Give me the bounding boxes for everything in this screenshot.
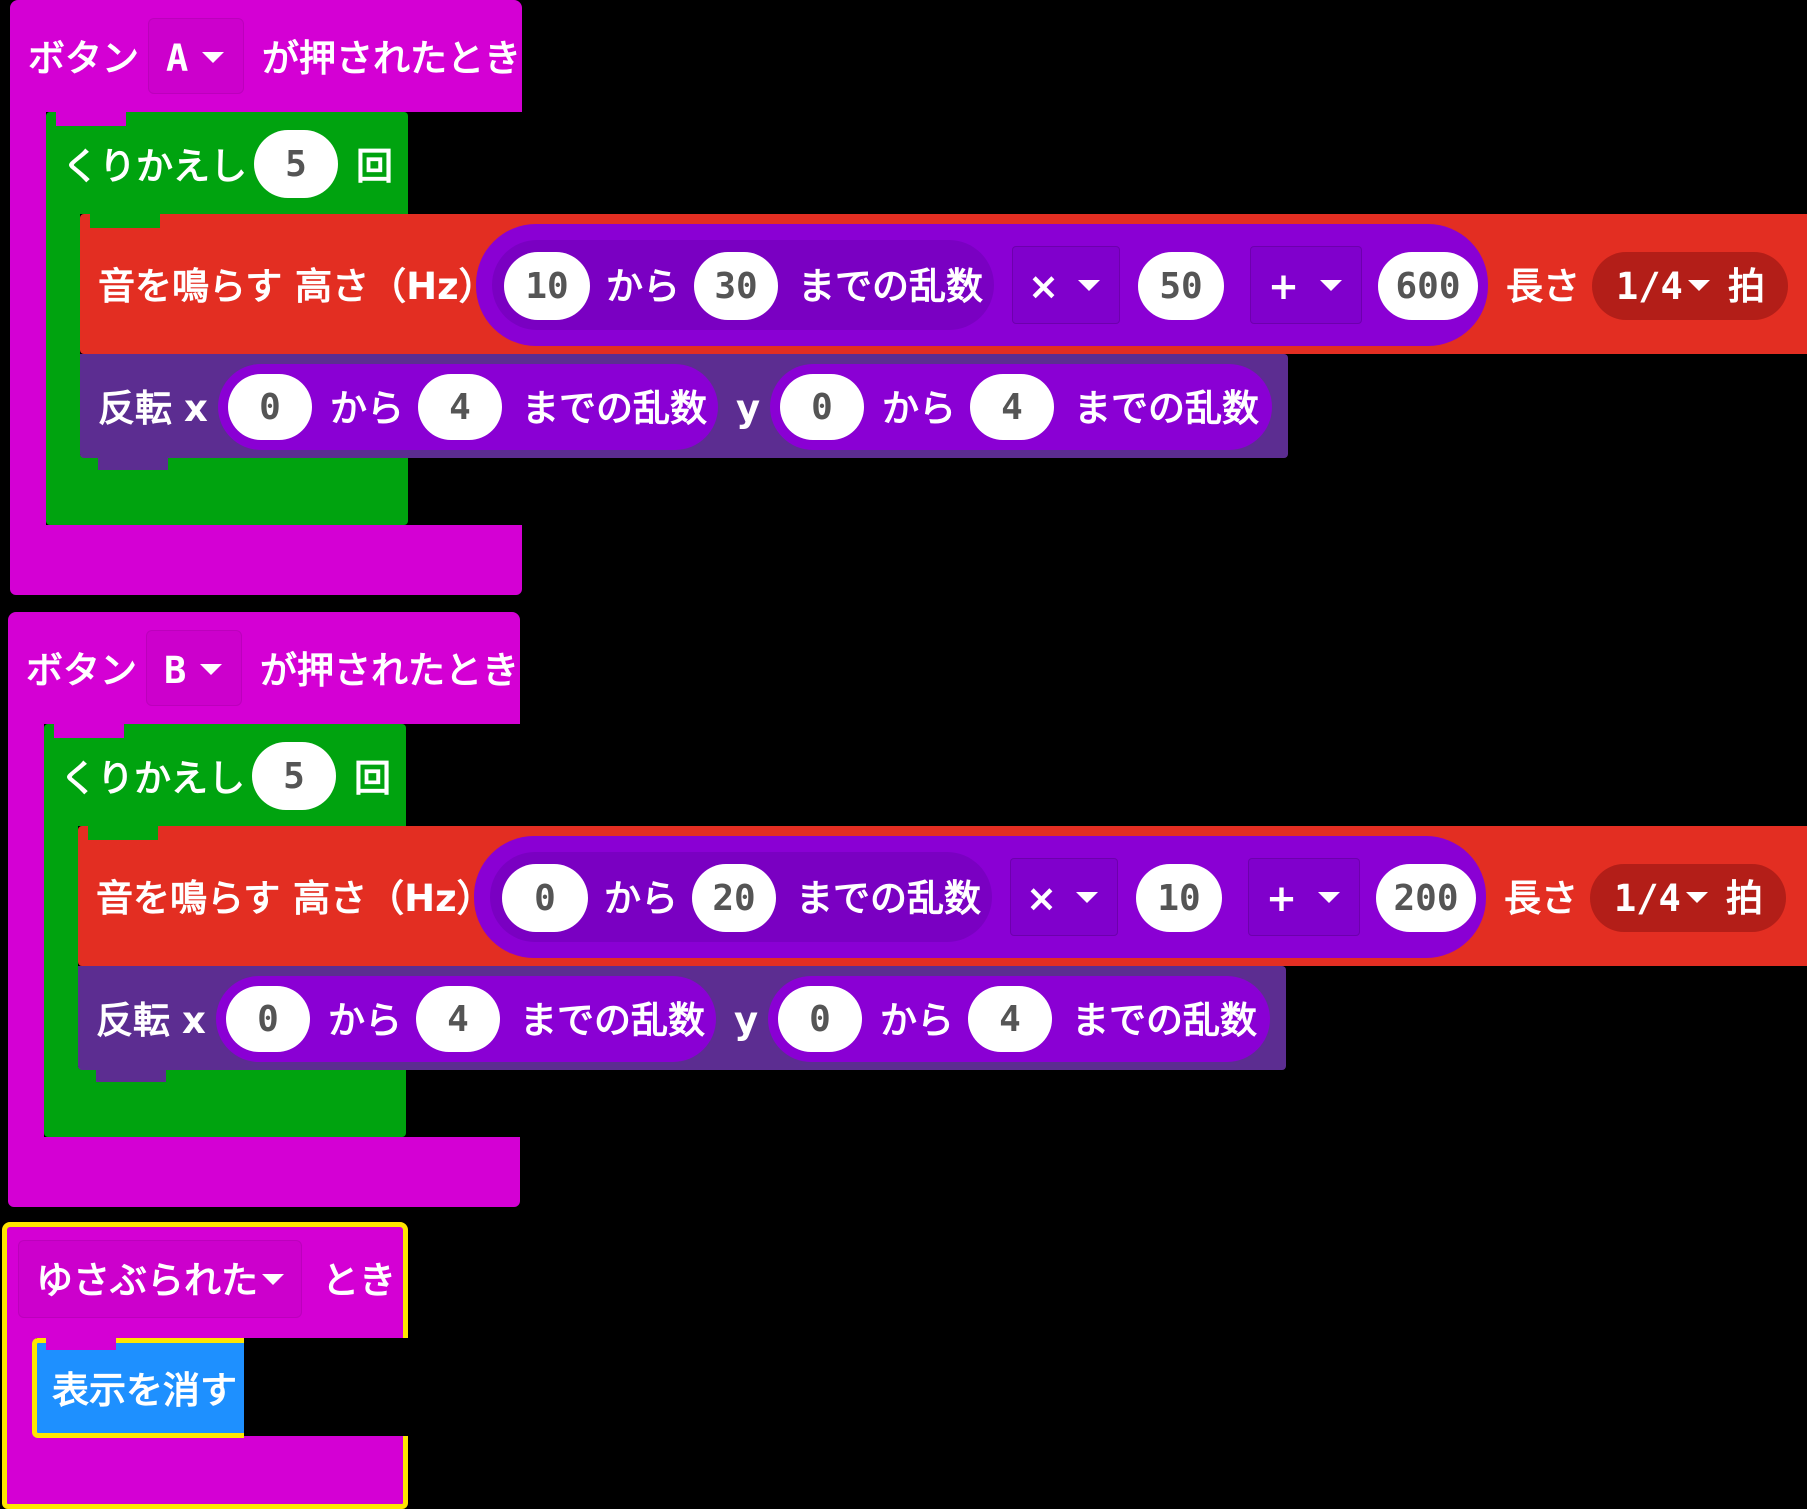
length-label: 長さ (1504, 877, 1578, 920)
add-op: + (1266, 877, 1298, 920)
y-from-input[interactable]: 0 (780, 374, 864, 440)
x-to-input[interactable]: 4 (418, 374, 502, 440)
length-label: 長さ (1506, 265, 1580, 308)
toggle-label: 反転 (96, 999, 170, 1042)
x-to-input[interactable]: 4 (416, 986, 500, 1052)
random-label: までの乱数 (798, 265, 983, 308)
button-dropdown[interactable] (148, 18, 244, 94)
rand-from-input[interactable]: 10 (504, 252, 590, 320)
multiply-value-input[interactable]: 50 (1138, 252, 1224, 320)
clear-screen-label: 表示を消す (52, 1369, 237, 1412)
y-random-label: までの乱数 (1072, 999, 1257, 1042)
toggle-label: 反転 (98, 387, 172, 430)
rand-to-input[interactable]: 20 (692, 864, 776, 932)
add-op-dropdown[interactable] (1248, 858, 1360, 936)
add-value-input[interactable]: 200 (1376, 864, 1476, 932)
repeat-unit-label: 回 (356, 145, 393, 188)
button-dropdown[interactable] (146, 630, 242, 706)
button-dropdown-value: B (164, 649, 187, 692)
rand-from-input[interactable]: 0 (502, 864, 588, 932)
event-suffix-label: が押されたとき (260, 649, 519, 692)
gesture-dropdown-value: ゆさぶられた (36, 1259, 258, 1302)
x-from-input[interactable]: 0 (228, 374, 312, 440)
multiply-op: × (1028, 265, 1060, 308)
chevron-down-icon (1686, 892, 1708, 903)
repeat-block[interactable] (46, 112, 408, 214)
tone-label: 音を鳴らす 高さ（Hz） (98, 265, 496, 308)
repeat-unit-label: 回 (354, 757, 391, 800)
x-from-label: から (328, 999, 402, 1042)
x-from-label: から (330, 387, 404, 430)
tone-label: 音を鳴らす 高さ（Hz） (96, 877, 494, 920)
toggle-notch (96, 1068, 166, 1082)
event-footer (10, 525, 522, 595)
repeat-count-input[interactable]: 5 (252, 742, 336, 810)
x-random-label: までの乱数 (522, 387, 707, 430)
chevron-down-icon (262, 1274, 284, 1285)
random-label: までの乱数 (796, 877, 981, 920)
chevron-down-icon (200, 664, 222, 675)
clear-screen-block[interactable] (32, 1338, 244, 1438)
y-from-label: から (882, 387, 956, 430)
add-value-input[interactable]: 600 (1378, 252, 1478, 320)
repeat-label: くりかえし (62, 145, 247, 188)
multiply-op-dropdown[interactable] (1012, 246, 1120, 324)
chevron-down-icon (1318, 892, 1340, 903)
button-dropdown-value: A (166, 37, 189, 80)
repeat-label: くりかえし (60, 757, 245, 800)
event-footer (8, 1137, 520, 1207)
y-label: y (736, 387, 761, 430)
tone-notch (88, 826, 158, 840)
from-label: から (606, 265, 680, 308)
multiply-op: × (1026, 877, 1058, 920)
repeat-block[interactable] (44, 724, 406, 826)
y-from-label: から (880, 999, 954, 1042)
tone-notch (90, 214, 160, 228)
event-left-rail (10, 100, 46, 530)
chevron-down-icon (1078, 280, 1100, 291)
y-to-input[interactable]: 4 (968, 986, 1052, 1052)
event-hat[interactable] (8, 612, 520, 724)
repeat-count-input[interactable]: 5 (254, 130, 338, 198)
x-label: x (182, 999, 206, 1042)
multiply-value-input[interactable]: 10 (1136, 864, 1222, 932)
y-from-input[interactable]: 0 (778, 986, 862, 1052)
beat-value: 1/4 (1616, 265, 1683, 308)
add-op: + (1268, 265, 1300, 308)
gesture-footer (2, 1436, 408, 1509)
event-left-rail (8, 712, 44, 1142)
chevron-down-icon (202, 52, 224, 63)
add-op-dropdown[interactable] (1250, 246, 1362, 324)
beat-value: 1/4 (1614, 877, 1681, 920)
event-prefix-label: ボタン (28, 37, 139, 80)
chevron-down-icon (1688, 280, 1710, 291)
y-random-label: までの乱数 (1074, 387, 1259, 430)
repeat-notch (54, 724, 124, 738)
toggle-notch (98, 456, 168, 470)
clear-screen-notch (46, 1336, 116, 1350)
event-prefix-label: ボタン (26, 649, 137, 692)
gesture-dropdown[interactable] (18, 1240, 302, 1318)
beat-unit-label: 拍 (1728, 265, 1765, 308)
chevron-down-icon (1076, 892, 1098, 903)
event-suffix-label: が押されたとき (262, 37, 521, 80)
chevron-down-icon (1320, 280, 1342, 291)
gesture-suffix-label: とき (322, 1259, 396, 1302)
rand-to-input[interactable]: 30 (694, 252, 778, 320)
beat-unit-label: 拍 (1726, 877, 1763, 920)
x-random-label: までの乱数 (520, 999, 705, 1042)
x-from-input[interactable]: 0 (226, 986, 310, 1052)
y-to-input[interactable]: 4 (970, 374, 1054, 440)
repeat-notch (56, 112, 126, 126)
multiply-op-dropdown[interactable] (1010, 858, 1118, 936)
gesture-left-rail (2, 1336, 36, 1440)
from-label: から (604, 877, 678, 920)
x-label: x (184, 387, 208, 430)
event-hat[interactable] (10, 0, 522, 112)
y-label: y (734, 999, 759, 1042)
